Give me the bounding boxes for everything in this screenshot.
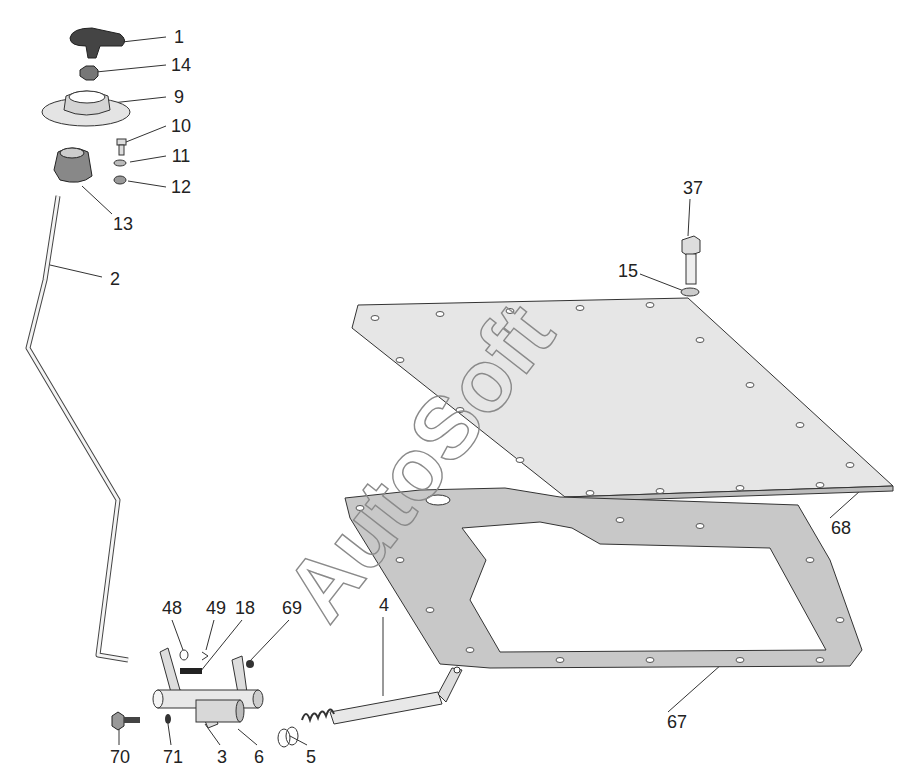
callout-number: 68 <box>830 519 852 537</box>
callout-number: 1 <box>173 28 185 46</box>
callout-number: 13 <box>112 215 134 233</box>
callout-number: 15 <box>617 262 639 280</box>
callout-number: 49 <box>205 599 227 617</box>
callout-number: 12 <box>170 178 192 196</box>
callout-number: 6 <box>253 748 265 766</box>
callout-number: 71 <box>162 748 184 766</box>
callout-number: 2 <box>109 270 121 288</box>
callout-number: 18 <box>234 599 256 617</box>
callout-number: 9 <box>173 88 185 106</box>
callout-number: 11 <box>171 147 192 165</box>
callout-number: 5 <box>305 748 317 766</box>
callout-number: 3 <box>216 748 228 766</box>
callout-number: 10 <box>170 117 192 135</box>
callout-number: 4 <box>378 596 390 614</box>
callout-number: 14 <box>170 56 192 74</box>
callout-number: 67 <box>666 713 688 731</box>
callout-number: 48 <box>161 599 183 617</box>
callout-number: 37 <box>682 179 704 197</box>
callout-number: 70 <box>109 748 131 766</box>
